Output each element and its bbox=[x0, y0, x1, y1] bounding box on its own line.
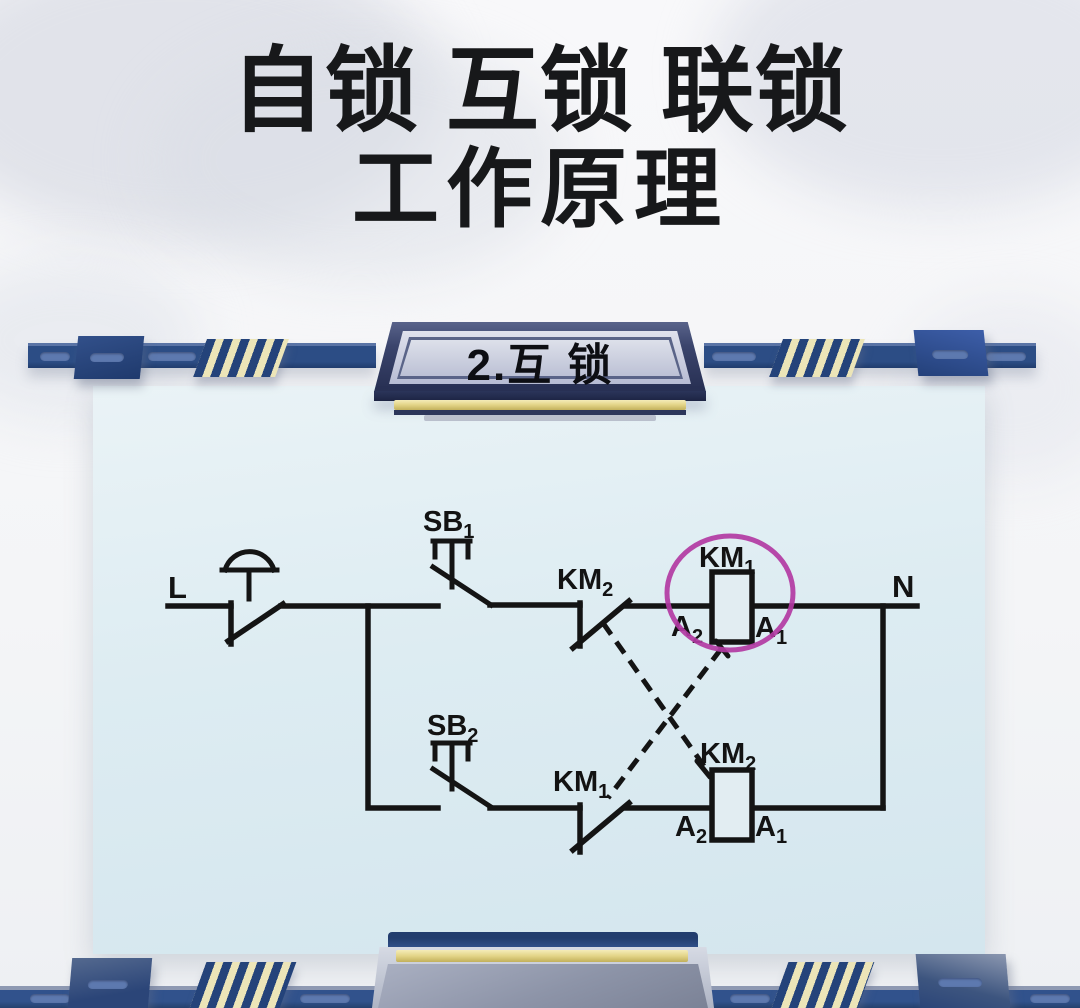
km2-coil-symbol bbox=[709, 767, 755, 843]
sb2-pushbutton-icon bbox=[430, 740, 473, 792]
page-title: 自锁 互锁 联锁 工作原理 bbox=[0, 38, 1080, 235]
a2-label-sub: 2 bbox=[692, 626, 703, 648]
sb2-label-sub: 2 bbox=[467, 725, 478, 747]
bar-slot bbox=[30, 994, 70, 1003]
section-sign-gold-strip bbox=[394, 400, 686, 410]
km1-contact-label-base: KM bbox=[553, 766, 598, 798]
section-sign-base-edge bbox=[394, 410, 686, 415]
highlight-ellipse-km1-coil bbox=[664, 533, 796, 653]
a1-label-sub: 1 bbox=[776, 627, 787, 649]
bar-slot bbox=[730, 994, 770, 1003]
bottom-hazard-stripes-left bbox=[189, 962, 297, 1008]
section-sign-pedestal bbox=[424, 415, 656, 421]
page-title-line1: 自锁 互锁 联锁 bbox=[231, 39, 849, 143]
interlock-linkages bbox=[600, 621, 723, 800]
sb2-contact-blade bbox=[429, 765, 495, 811]
bar-slot bbox=[87, 980, 129, 989]
km1-coil-symbol bbox=[709, 569, 755, 645]
bar-slot bbox=[148, 352, 196, 361]
line-terminal-label: L bbox=[168, 570, 187, 605]
bottom-sign-top-edge bbox=[388, 932, 698, 949]
branch-wire bbox=[365, 603, 441, 811]
stop-button-contact-blade bbox=[224, 600, 287, 645]
neutral-terminal-label: N bbox=[892, 569, 914, 604]
section-sign-base bbox=[374, 391, 706, 401]
page-title-line2: 工作原理 bbox=[352, 141, 728, 239]
km1-contact-blade bbox=[569, 799, 633, 854]
bottom-hazard-stripes-right bbox=[771, 962, 875, 1008]
a1-label-sub: 1 bbox=[776, 826, 787, 848]
a2-label-base: A bbox=[675, 811, 696, 843]
sb1-label: SB1 bbox=[423, 506, 474, 543]
sb2-label: SB2 bbox=[427, 710, 478, 747]
linkage-km2-dashed bbox=[600, 621, 707, 768]
bottom-connector-plate-left bbox=[67, 958, 153, 1008]
bottom-sign-gold-strip bbox=[396, 950, 688, 962]
km2-contact-label-base: KM bbox=[557, 564, 602, 596]
bottom-connector-plate-right bbox=[915, 954, 1011, 1008]
sb1-label-base: SB bbox=[423, 506, 463, 538]
bar-slot bbox=[40, 352, 70, 361]
sb1-pushbutton-icon bbox=[430, 538, 473, 590]
km2-coil-label-base: KM bbox=[700, 738, 745, 770]
km2-contact-label-sub: 2 bbox=[602, 579, 613, 601]
section-sign-inner-face bbox=[400, 340, 680, 376]
km2-contact-label: KM2 bbox=[557, 564, 613, 601]
bar-slot bbox=[1030, 994, 1070, 1003]
sb1-contact-blade bbox=[429, 563, 495, 609]
km2-coil-label: KM2 bbox=[700, 738, 756, 775]
km2-terminal-a1-label: A1 bbox=[755, 811, 787, 848]
bar-slot bbox=[712, 352, 756, 361]
linkage-hook-km2 bbox=[694, 758, 713, 780]
linkage-km1-dashed bbox=[606, 647, 723, 800]
circuit-wires bbox=[165, 597, 920, 855]
stop-button-mushroom-icon bbox=[219, 549, 280, 602]
km2-terminal-a2-label: A2 bbox=[675, 811, 707, 848]
bar-slot bbox=[937, 978, 983, 987]
km1-coil-label: KM1 bbox=[699, 542, 755, 579]
section-banner-label: 2.互 锁 bbox=[466, 341, 614, 390]
km1-coil-label-sub: 1 bbox=[744, 557, 755, 579]
km2-coil-label-sub: 2 bbox=[745, 753, 756, 775]
circuit-board-panel bbox=[93, 386, 985, 954]
km1-contact-label: KM1 bbox=[553, 766, 609, 803]
sb1-label-sub: 1 bbox=[463, 521, 474, 543]
a2-label-sub: 2 bbox=[696, 826, 707, 848]
sb2-label-base: SB bbox=[427, 710, 467, 742]
a1-label-base: A bbox=[755, 811, 776, 843]
bar-slot bbox=[300, 994, 350, 1003]
switch-actuators bbox=[219, 538, 495, 811]
km1-contact-label-sub: 1 bbox=[598, 781, 609, 803]
km1-coil-label-base: KM bbox=[699, 542, 744, 574]
bottom-sign-face bbox=[378, 964, 708, 1008]
bar-slot bbox=[986, 352, 1026, 361]
